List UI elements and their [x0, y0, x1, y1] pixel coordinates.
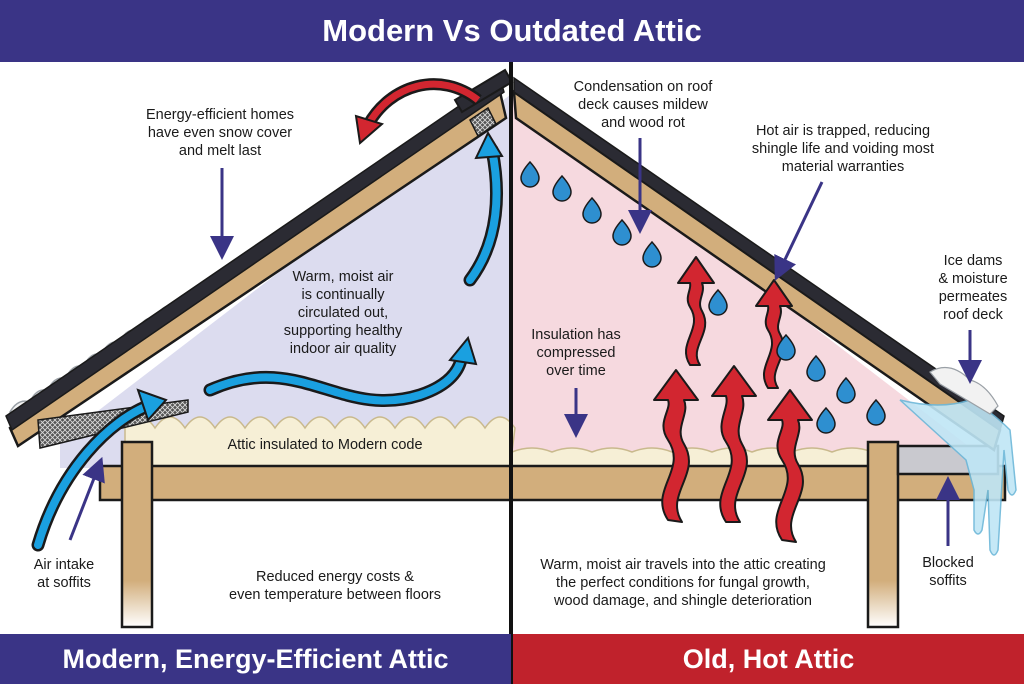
label-air-intake: Air intake at soffits [33, 557, 95, 591]
airflow-arrows [31, 130, 504, 552]
left-shingles [5, 76, 505, 432]
page-title: Modern Vs Outdated Attic [0, 0, 1024, 62]
label-snow-cover: Energy-efficient homes have even snow co… [145, 107, 295, 159]
label-hot-air-trapped: Hot air is trapped, reducing shingle lif… [751, 123, 935, 175]
left-post [120, 440, 154, 629]
label-insulated-modern: Attic insulated to Modern code [227, 437, 423, 453]
label-blocked-soffits: Blocked soffits [922, 555, 974, 589]
label-condensation: Condensation on roof deck causes mildew … [573, 79, 713, 131]
heat-arrows [653, 256, 813, 543]
old-attic-footer: Old, Hot Attic [513, 634, 1024, 684]
right-post [866, 440, 900, 629]
label-insulation-compressed: Insulation has compressed over time [531, 327, 621, 379]
condensation-drops [520, 160, 886, 434]
pointer-arrows [68, 138, 982, 546]
label-reduced-costs: Reduced energy costs & even temperature … [229, 569, 441, 603]
label-ice-dams: Ice dams & moisture permeates roof deck [938, 253, 1008, 323]
exhaust-arrow [354, 78, 482, 145]
modern-insulation [124, 416, 516, 469]
label-warm-air-travels: Warm, moist air travels into the attic c… [540, 557, 826, 609]
modern-attic-footer: Modern, Energy-Efficient Attic [0, 634, 511, 684]
label-warm-air-circulated: Warm, moist air is continually circulate… [283, 269, 403, 357]
ridge-vent-mesh [469, 106, 497, 138]
